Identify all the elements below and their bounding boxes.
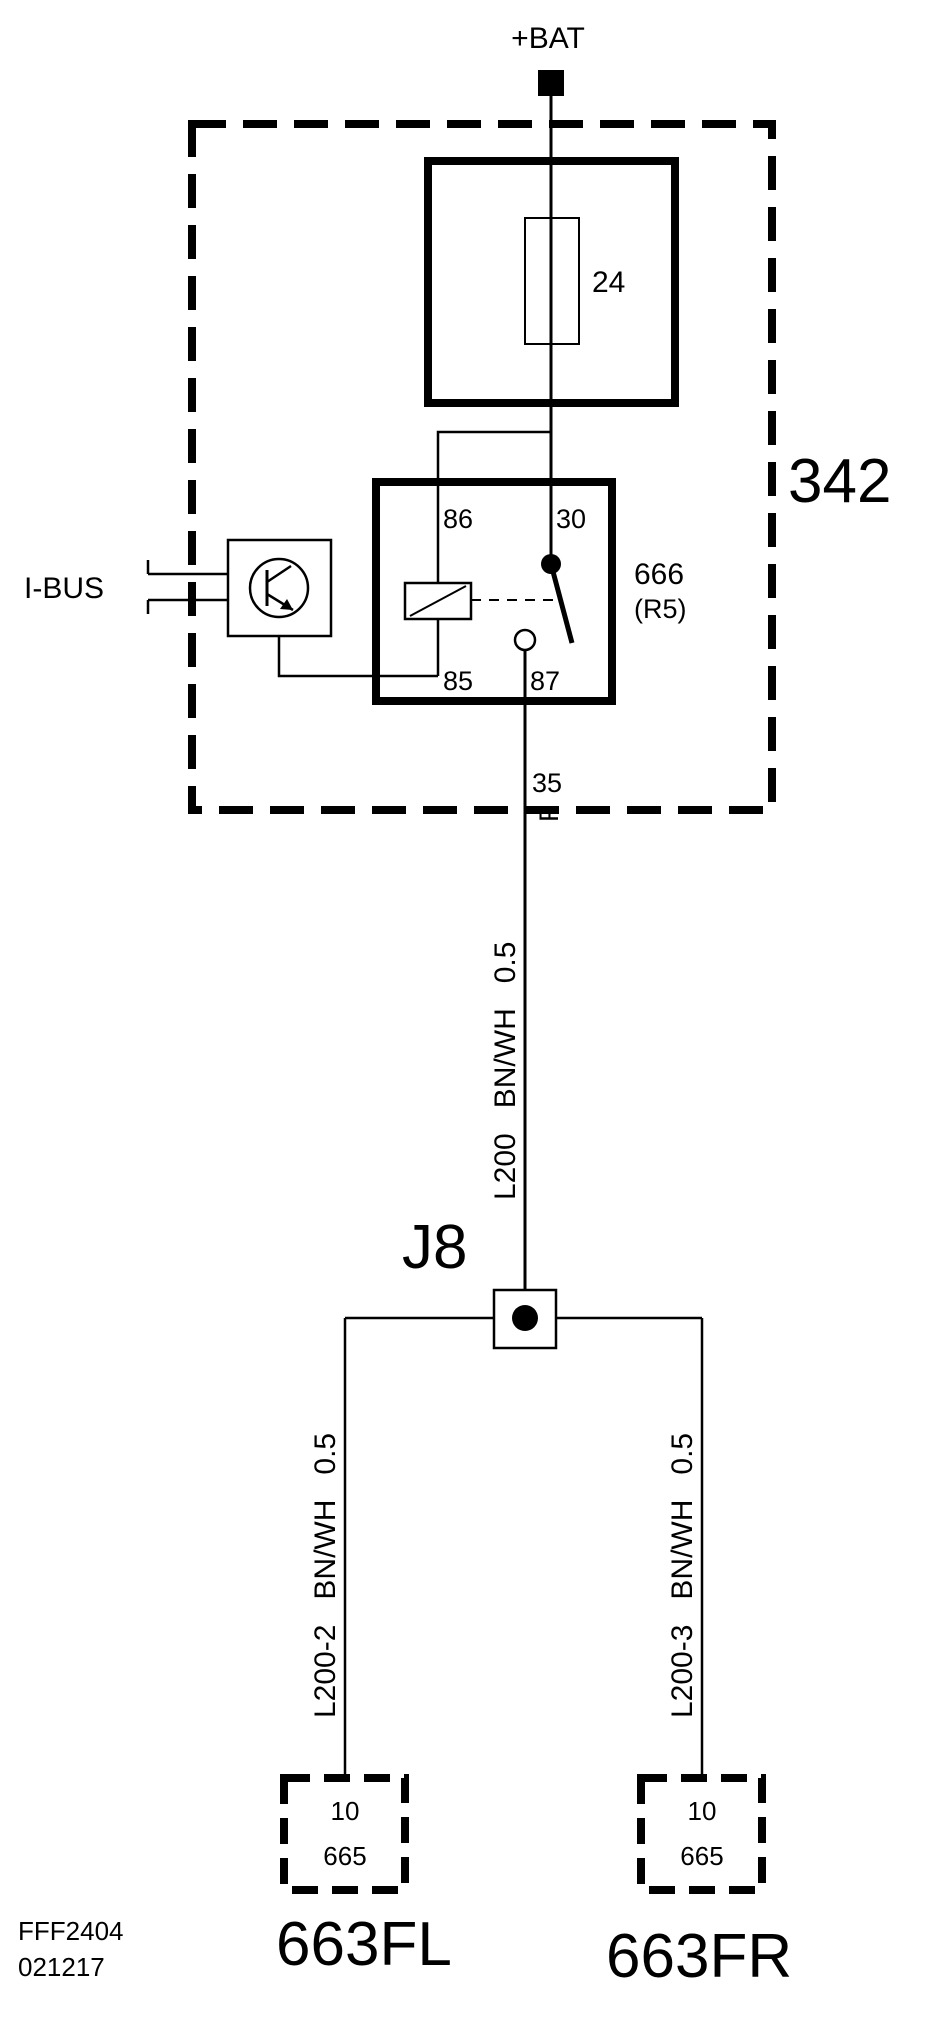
relay-pin-86: 86 <box>443 504 473 534</box>
transistor-icon <box>248 557 310 619</box>
bus-driver-output-wire <box>277 636 438 678</box>
right-wire-label: L200-3 BN/WH 0.5 <box>666 1433 699 1718</box>
relay-sub-id: (R5) <box>634 594 687 624</box>
relay-pin-85: 85 <box>443 666 473 696</box>
relay-pin-87: 87 <box>530 666 560 696</box>
junction-node <box>512 1305 538 1331</box>
left-load-connector <box>280 1774 409 1894</box>
left-wire-label: L200-2 BN/WH 0.5 <box>309 1433 342 1718</box>
relay-id: 666 <box>634 558 684 591</box>
relay-pin-30: 30 <box>556 504 586 534</box>
connector-code: F <box>534 806 564 823</box>
supply-label: +BAT <box>511 22 585 55</box>
fuse-housing <box>424 157 679 407</box>
right-load-pin: 10 <box>688 1796 717 1826</box>
bus-label: I-BUS <box>24 572 104 605</box>
relay-housing <box>372 478 616 705</box>
relay-pin86-wire <box>436 430 551 590</box>
transistor-collector <box>266 564 292 584</box>
left-load-id: 663FL <box>276 1910 452 1979</box>
main-wire-label: L200 BN/WH 0.5 <box>489 942 522 1200</box>
drawing-number: FFF2404 <box>18 1916 124 1946</box>
transistor-arrow <box>280 599 293 610</box>
fuse-id: 24 <box>592 266 625 299</box>
drawing-date: 021217 <box>18 1952 105 1982</box>
relay-contact-87 <box>513 628 537 652</box>
junction-id: J8 <box>402 1213 467 1282</box>
bus-driver-box <box>226 538 333 638</box>
left-load-pin: 10 <box>331 1796 360 1826</box>
right-load-connector <box>637 1774 766 1894</box>
module-boundary <box>188 120 776 814</box>
supply-terminal <box>538 70 564 96</box>
relay-coil-winding <box>409 585 467 617</box>
left-load-connector-id: 665 <box>323 1841 366 1871</box>
module-id: 342 <box>788 447 891 516</box>
right-load-id: 663FR <box>606 1922 792 1991</box>
right-load-connector-id: 665 <box>680 1841 723 1871</box>
relay-switch-arm <box>548 563 575 644</box>
connector-pin: 35 <box>532 768 562 798</box>
